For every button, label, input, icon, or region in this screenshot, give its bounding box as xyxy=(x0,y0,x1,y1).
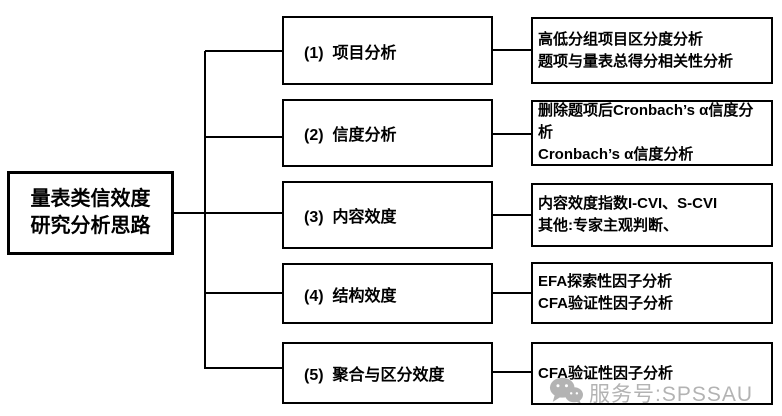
wechat-icon xyxy=(549,376,583,410)
root-node-label-line2: 研究分析思路 xyxy=(30,215,151,237)
branch-node-label: (1) 项目分析 xyxy=(304,44,397,62)
connector-detail-3 xyxy=(493,214,531,216)
detail-line: Cronbach’s α信度分析 xyxy=(538,146,694,163)
branch-node-label: (3) 内容效度 xyxy=(304,209,397,226)
detail-line: 删除题项后Cronbach’s α信度分析 xyxy=(538,102,754,141)
watermark-text: 服务号:SPSSAU xyxy=(589,383,754,406)
detail-node-construct-validity: EFA探索性因子分析 CFA验证性因子分析 xyxy=(531,262,773,324)
root-node: 量表类信效度 研究分析思路 xyxy=(7,171,174,255)
branch-node-construct-validity: (4) 结构效度 xyxy=(282,263,493,324)
branch-node-label: (2) 信度分析 xyxy=(304,127,397,144)
connector-detail-2 xyxy=(493,133,531,135)
branch-node-label: (5) 聚合与区分效度 xyxy=(304,367,445,384)
detail-node-item-analysis: 高低分组项目区分度分析 题项与量表总得分相关性分析 xyxy=(531,17,773,84)
branch-node-item-analysis: (1) 项目分析 xyxy=(282,16,493,85)
watermark: 服务号:SPSSAU xyxy=(549,376,753,410)
connector-branch-3 xyxy=(205,212,282,214)
detail-line: 内容效度指数I-CVI、S-CVI xyxy=(538,195,718,212)
detail-line: EFA探索性因子分析 xyxy=(538,273,673,290)
detail-node-reliability-analysis: 删除题项后Cronbach’s α信度分析 Cronbach’s α信度分析 xyxy=(531,100,773,166)
detail-line: 高低分组项目区分度分析 xyxy=(538,30,704,48)
root-node-label-line1: 量表类信效度 xyxy=(30,188,151,210)
connector-branch-4 xyxy=(205,292,282,294)
connector-trunk xyxy=(204,51,206,369)
connector-detail-1 xyxy=(493,49,531,51)
branch-node-content-validity: (3) 内容效度 xyxy=(282,181,493,249)
branch-node-label: (4) 结构效度 xyxy=(304,287,397,305)
connector-root xyxy=(174,212,205,214)
detail-line: 其他:专家主观判断、 xyxy=(538,217,678,234)
connector-branch-1 xyxy=(205,50,282,52)
detail-node-content-validity: 内容效度指数I-CVI、S-CVI 其他:专家主观判断、 xyxy=(531,183,773,247)
detail-line: CFA验证性因子分析 xyxy=(538,364,674,382)
detail-line: 题项与量表总得分相关性分析 xyxy=(538,52,734,70)
connector-branch-2 xyxy=(205,136,282,138)
connector-branch-5 xyxy=(205,367,282,369)
detail-line: CFA验证性因子分析 xyxy=(538,295,674,312)
branch-node-reliability-analysis: (2) 信度分析 xyxy=(282,99,493,167)
connector-detail-5 xyxy=(493,371,531,373)
detail-node-convergent-discriminant-validity: CFA验证性因子分析 xyxy=(531,342,773,405)
branch-node-convergent-discriminant-validity: (5) 聚合与区分效度 xyxy=(282,342,493,404)
connector-detail-4 xyxy=(493,292,531,294)
